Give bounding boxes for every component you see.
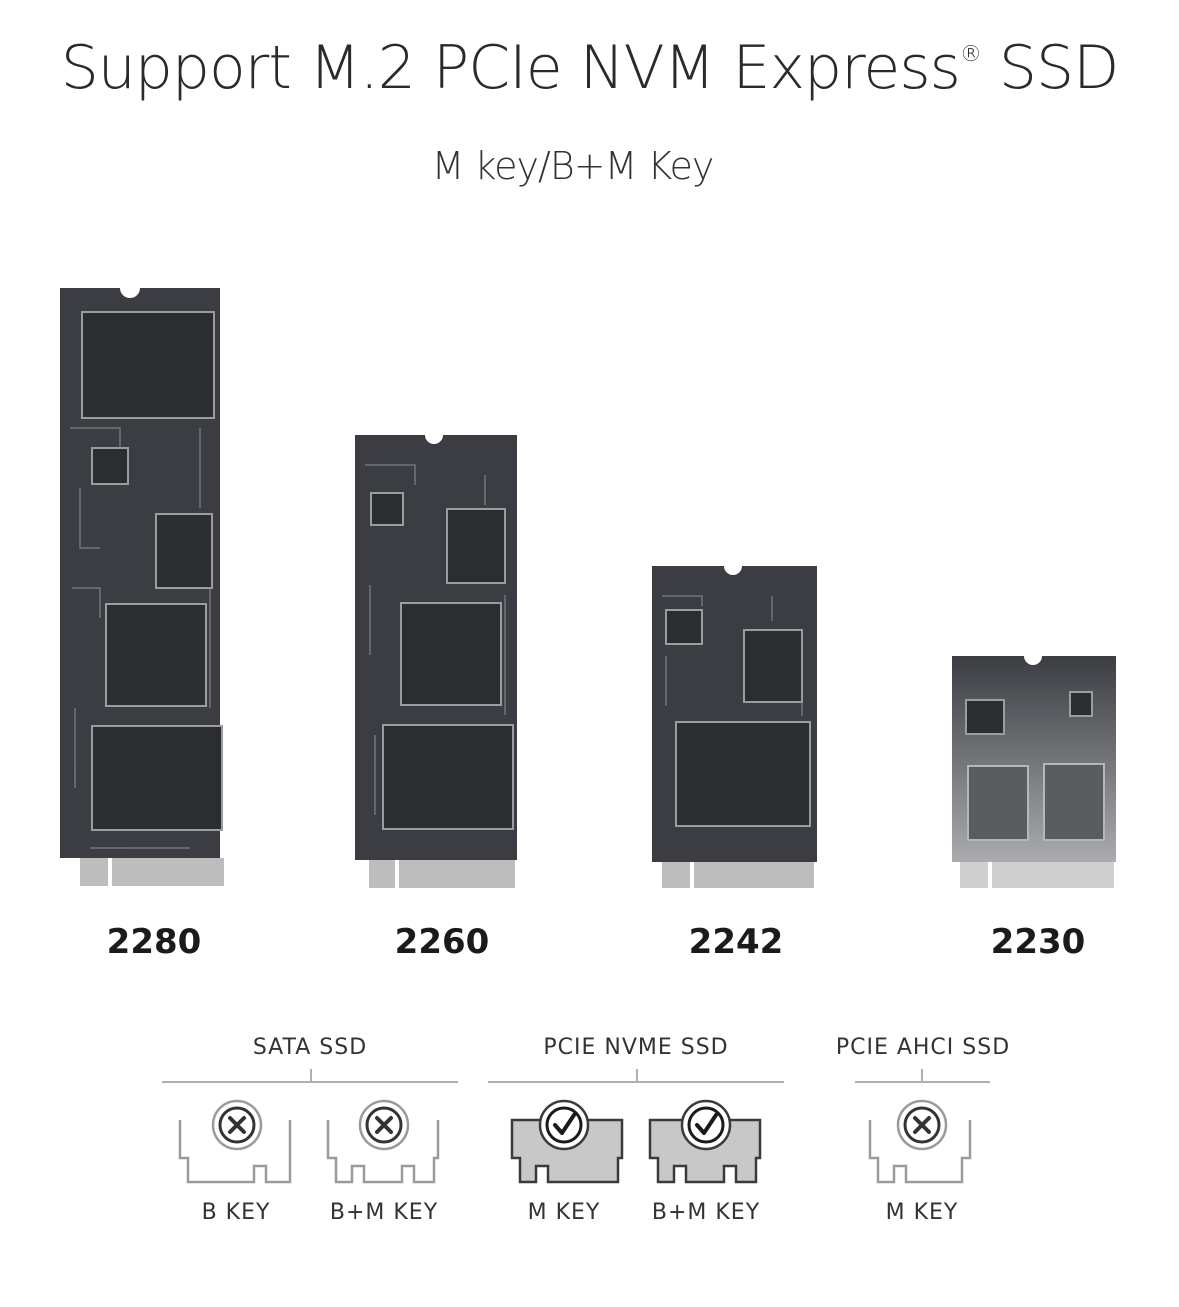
page-title: Support M.2 PCIe NVM Express® SSD — [0, 38, 1179, 98]
group-bracket-sata — [162, 1081, 458, 1083]
title-text: Support M.2 PCIe NVM Express — [60, 33, 961, 103]
cross-icon — [358, 1099, 410, 1151]
key-label-bm-key-nvme: B+M KEY — [651, 1200, 761, 1225]
b-key-connector-sata — [176, 1098, 296, 1192]
cross-icon — [896, 1099, 948, 1151]
key-label-m-key-ahci: M KEY — [885, 1200, 959, 1225]
key-label-b-key: B KEY — [201, 1200, 271, 1225]
ssd-2230-image — [952, 656, 1118, 888]
ssd-2260-image — [355, 435, 520, 888]
page-subtitle: M key/B+M Key — [431, 144, 715, 188]
group-label-pcie-nvme-ssd: PCIE NVME SSD — [543, 1035, 729, 1060]
group-bracket-tick-ahci — [921, 1069, 923, 1081]
group-bracket-nvme — [488, 1081, 784, 1083]
group-label-sata-ssd: SATA SSD — [252, 1035, 368, 1060]
key-label-bm-key: B+M KEY — [329, 1200, 439, 1225]
bm-key-connector-sata — [324, 1098, 444, 1192]
check-icon — [538, 1099, 590, 1151]
group-bracket-tick-nvme — [636, 1069, 638, 1081]
ssd-2280-image — [60, 288, 228, 888]
size-label-2230: 2230 — [990, 922, 1086, 962]
group-bracket-tick-sata — [310, 1069, 312, 1081]
cross-icon — [211, 1099, 263, 1151]
size-label-2260: 2260 — [394, 922, 490, 962]
m-key-connector-nvme — [508, 1098, 628, 1192]
m-key-connector-ahci — [866, 1098, 986, 1192]
title-suffix: SSD — [980, 33, 1119, 103]
size-label-2280: 2280 — [106, 922, 202, 962]
group-bracket-ahci — [855, 1081, 990, 1083]
registered-mark: ® — [959, 42, 982, 67]
group-label-pcie-ahci-ssd: PCIE AHCI SSD — [835, 1035, 1011, 1060]
ssd-2242-image — [652, 566, 820, 888]
size-label-2242: 2242 — [688, 922, 784, 962]
bm-key-connector-nvme — [646, 1098, 766, 1192]
check-icon — [680, 1099, 732, 1151]
key-label-m-key: M KEY — [527, 1200, 601, 1225]
